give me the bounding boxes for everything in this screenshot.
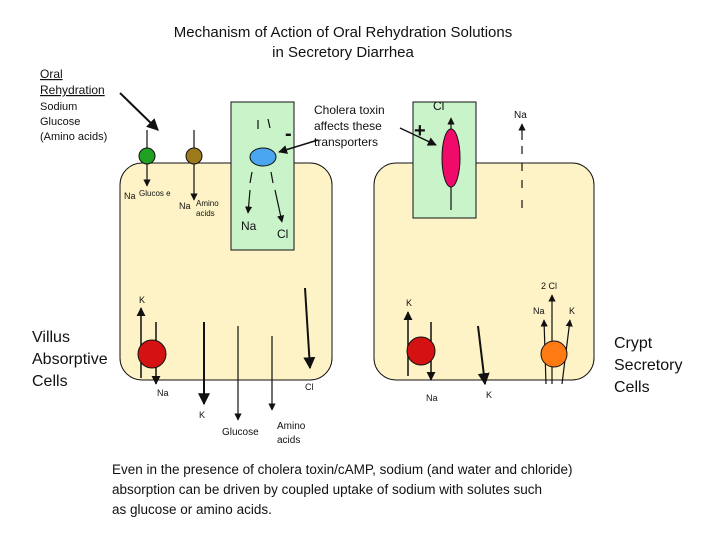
villus-pump-k: K bbox=[139, 295, 145, 305]
amino-transporter-amino-1: Amino bbox=[196, 199, 219, 208]
villus-channel-na: Na bbox=[241, 219, 257, 233]
cholera-label-line-3: transporters bbox=[314, 135, 378, 149]
crypt-na-top: Na bbox=[514, 110, 527, 121]
crypt-k-out: K bbox=[486, 390, 492, 400]
villus-pump bbox=[137, 339, 167, 369]
caption-line-2: absorption can be driven by coupled upta… bbox=[112, 482, 542, 497]
glucose-transporter bbox=[138, 147, 156, 165]
villus-pump-na: Na bbox=[157, 388, 169, 398]
villus-k-out: K bbox=[199, 410, 205, 420]
villus-label-2: Absorptive bbox=[32, 351, 108, 368]
villus-cl-dash bbox=[270, 171, 274, 184]
crypt-label-1: Crypt bbox=[614, 335, 653, 352]
amino-transporter bbox=[185, 147, 203, 165]
villus-glucose-out: Glucose bbox=[222, 427, 259, 438]
villus-label-1: Villus bbox=[32, 329, 70, 346]
villus-label-3: Cells bbox=[32, 373, 68, 390]
title-line-1: Mechanism of Action of Oral Rehydration … bbox=[174, 24, 513, 41]
amino-transporter-amino-2: acids bbox=[196, 209, 215, 218]
crypt-nkcc-na: Na bbox=[533, 306, 545, 316]
crypt-channel bbox=[441, 128, 461, 188]
cholera-label-line-1: Cholera toxin bbox=[314, 103, 385, 117]
villus-channel-box bbox=[230, 101, 295, 251]
cholera-arrow-villus bbox=[278, 139, 319, 154]
villus-channel bbox=[249, 147, 277, 167]
crypt-nkcc bbox=[540, 340, 568, 368]
crypt-nkcc-2cl: 2 Cl bbox=[541, 281, 557, 291]
ors-arrow bbox=[119, 92, 159, 131]
amino-transporter-na: Na bbox=[179, 201, 191, 211]
villus-na-dash bbox=[249, 171, 253, 184]
ors-item-glucose: Glucose bbox=[40, 116, 80, 128]
glucose-transporter-na: Na bbox=[124, 191, 136, 201]
villus-na-arrow bbox=[244, 189, 253, 214]
crypt-pump-k: K bbox=[406, 298, 412, 308]
cholera-label-line-2: affects these bbox=[314, 119, 382, 133]
villus-cl-arrow bbox=[274, 189, 285, 223]
crypt-channel-sign: + bbox=[414, 120, 426, 142]
crypt-pump-na: Na bbox=[426, 393, 438, 403]
villus-amino-out-1: Amino bbox=[277, 421, 306, 432]
crypt-label-2: Secretory bbox=[614, 357, 682, 374]
crypt-pump bbox=[406, 336, 436, 366]
title-line-2: in Secretory Diarrhea bbox=[272, 44, 414, 61]
caption-line-1: Even in the presence of cholera toxin/cA… bbox=[112, 462, 573, 477]
glucose-transporter-glucose: Glucos e bbox=[139, 189, 171, 198]
crypt-nkcc-k: K bbox=[569, 306, 575, 316]
ors-label-line-2: Rehydration bbox=[40, 83, 105, 97]
villus-dash-2 bbox=[267, 118, 271, 129]
villus-cl-out-arrow bbox=[303, 287, 316, 370]
villus-amino-out-2: acids bbox=[277, 435, 300, 446]
villus-cl-out: Cl bbox=[305, 382, 314, 392]
ors-item-amino-acids: (Amino acids) bbox=[40, 131, 107, 143]
caption-line-3: as glucose or amino acids. bbox=[112, 502, 272, 517]
villus-channel-cl: Cl bbox=[277, 227, 288, 241]
ors-item-sodium: Sodium bbox=[40, 101, 77, 113]
villus-channel-sign: - bbox=[285, 123, 292, 145]
crypt-k-out-arrow bbox=[477, 325, 490, 386]
ors-label-line-1: Oral bbox=[40, 67, 63, 81]
crypt-label-3: Cells bbox=[614, 379, 650, 396]
cholera-arrow-crypt bbox=[399, 127, 437, 146]
crypt-channel-cl: Cl bbox=[433, 99, 444, 113]
